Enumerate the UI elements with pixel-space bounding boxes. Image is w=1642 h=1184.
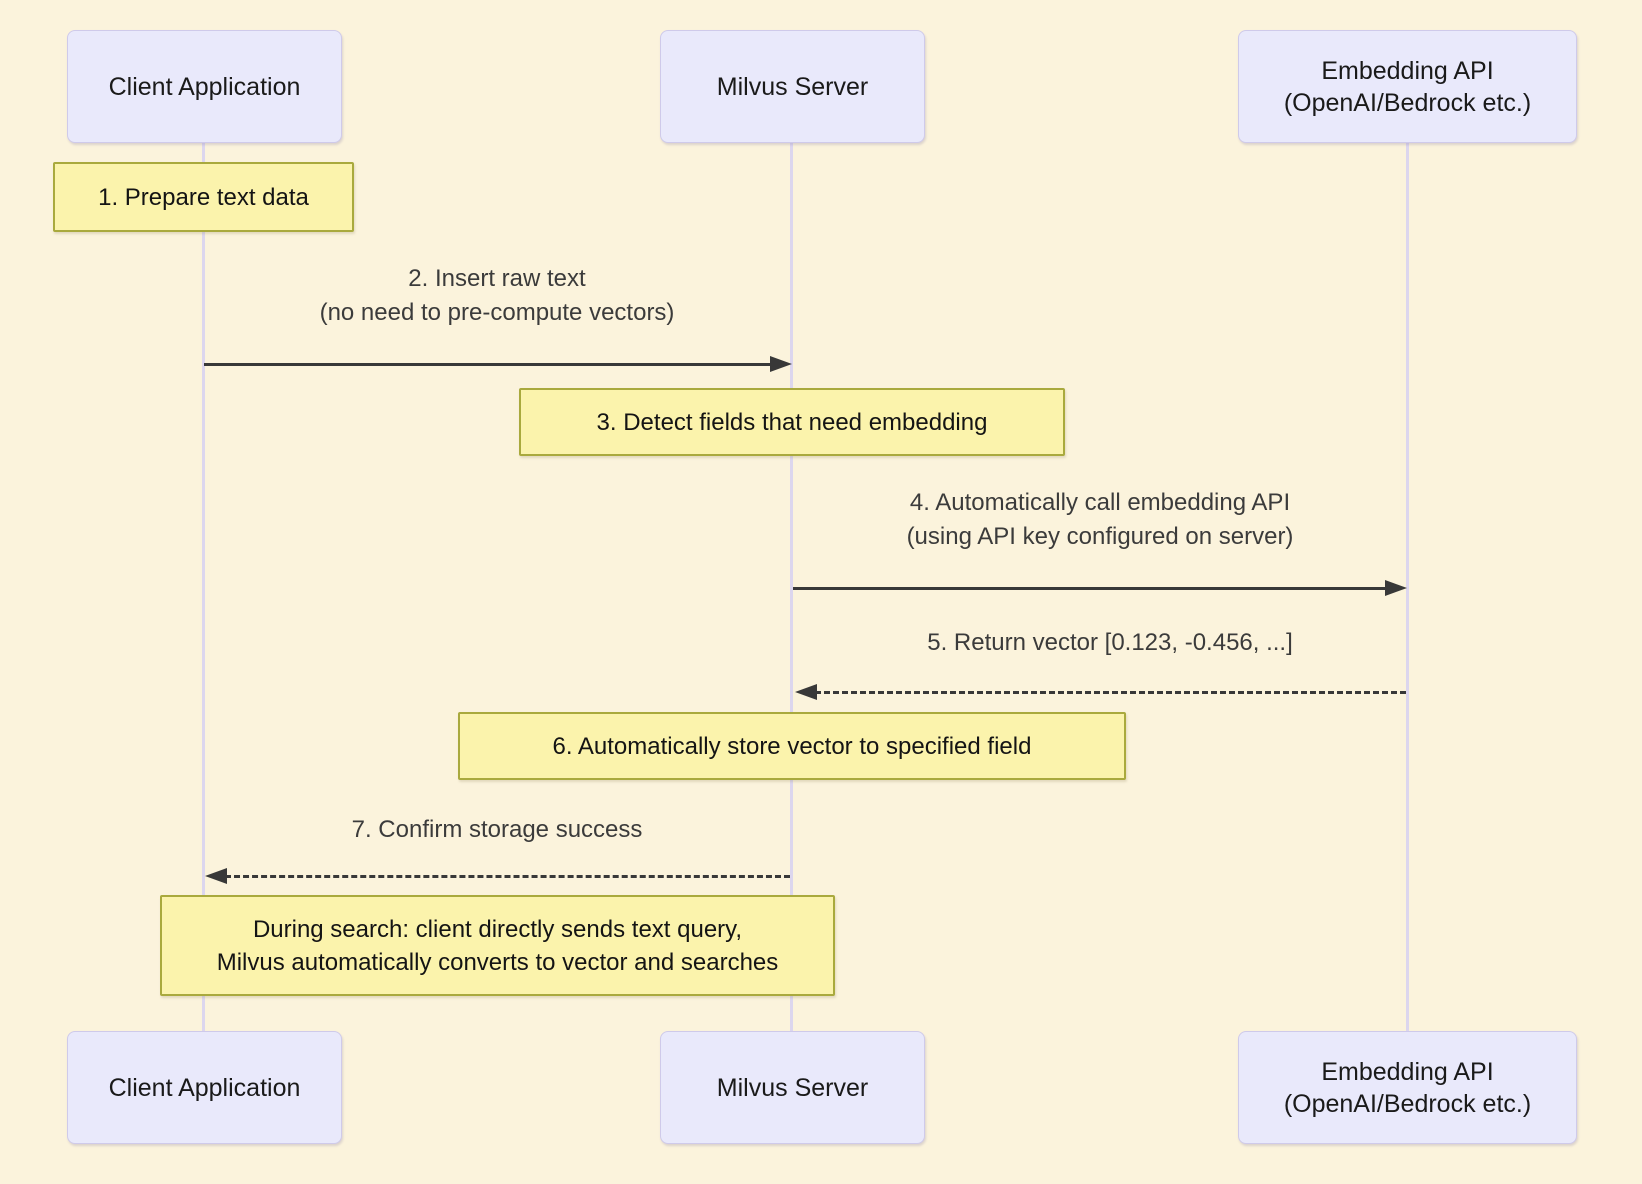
actor-milvus-bottom: Milvus Server [660,1031,925,1144]
note-prepare-text: 1. Prepare text data [98,183,309,211]
note-detect-text: 3. Detect fields that need embedding [596,408,988,436]
message-insert-arrow-line [204,363,772,366]
message-call-api-arrow-line [793,587,1387,590]
message-confirm-text: 7. Confirm storage success [351,816,643,843]
note-store-vector: 6. Automatically store vector to specifi… [458,712,1126,780]
message-return-vector-label: 5. Return vector [0.123, -0.456, ...] [810,626,1410,660]
actor-embedding-bottom: Embedding API (OpenAI/Bedrock etc.) [1238,1031,1577,1144]
actor-client-top: Client Application [67,30,342,143]
message-insert-line2: (no need to pre-compute vectors) [319,299,675,326]
actor-embedding-bottom-label-line2: (OpenAI/Bedrock etc.) [1283,1089,1532,1118]
note-during-search-line2: Milvus automatically converts to vector … [216,948,779,976]
note-during-search: During search: client directly sends tex… [160,895,835,996]
message-call-api-line2: (using API key configured on server) [906,523,1294,550]
message-confirm-arrow-line [225,875,790,878]
lifeline-milvus [790,143,793,1031]
actor-client-bottom: Client Application [67,1031,342,1144]
actor-embedding-top: Embedding API (OpenAI/Bedrock etc.) [1238,30,1577,143]
message-insert-line1: 2. Insert raw text [408,265,586,292]
note-detect-fields: 3. Detect fields that need embedding [519,388,1065,456]
actor-embedding-bottom-label-line1: Embedding API [1321,1057,1494,1086]
note-during-search-line1: During search: client directly sends tex… [252,915,743,943]
lifeline-client [202,143,205,1031]
note-prepare-text-data: 1. Prepare text data [53,162,354,232]
message-return-vector-arrow-line [815,691,1406,694]
note-store-text: 6. Automatically store vector to specifi… [552,732,1032,760]
message-insert-raw-text-label: 2. Insert raw text (no need to pre-compu… [197,262,797,330]
message-call-api-arrowhead-icon [1385,580,1407,596]
actor-milvus-label: Milvus Server [716,72,869,101]
lifeline-embedding [1406,143,1409,1031]
message-return-vector-text: 5. Return vector [0.123, -0.456, ...] [927,629,1293,656]
message-confirm-label: 7. Confirm storage success [197,813,797,847]
message-call-api-line1: 4. Automatically call embedding API [909,489,1291,516]
message-call-api-label: 4. Automatically call embedding API (usi… [800,486,1400,554]
actor-embedding-label-line2: (OpenAI/Bedrock etc.) [1283,88,1532,117]
message-confirm-arrowhead-icon [205,868,227,884]
actor-milvus-bottom-label: Milvus Server [716,1073,869,1102]
actor-client-label: Client Application [108,72,301,101]
message-insert-arrowhead-icon [770,356,792,372]
actor-client-bottom-label: Client Application [108,1073,301,1102]
actor-embedding-label-line1: Embedding API [1321,56,1494,85]
message-return-vector-arrowhead-icon [795,684,817,700]
actor-milvus-top: Milvus Server [660,30,925,143]
